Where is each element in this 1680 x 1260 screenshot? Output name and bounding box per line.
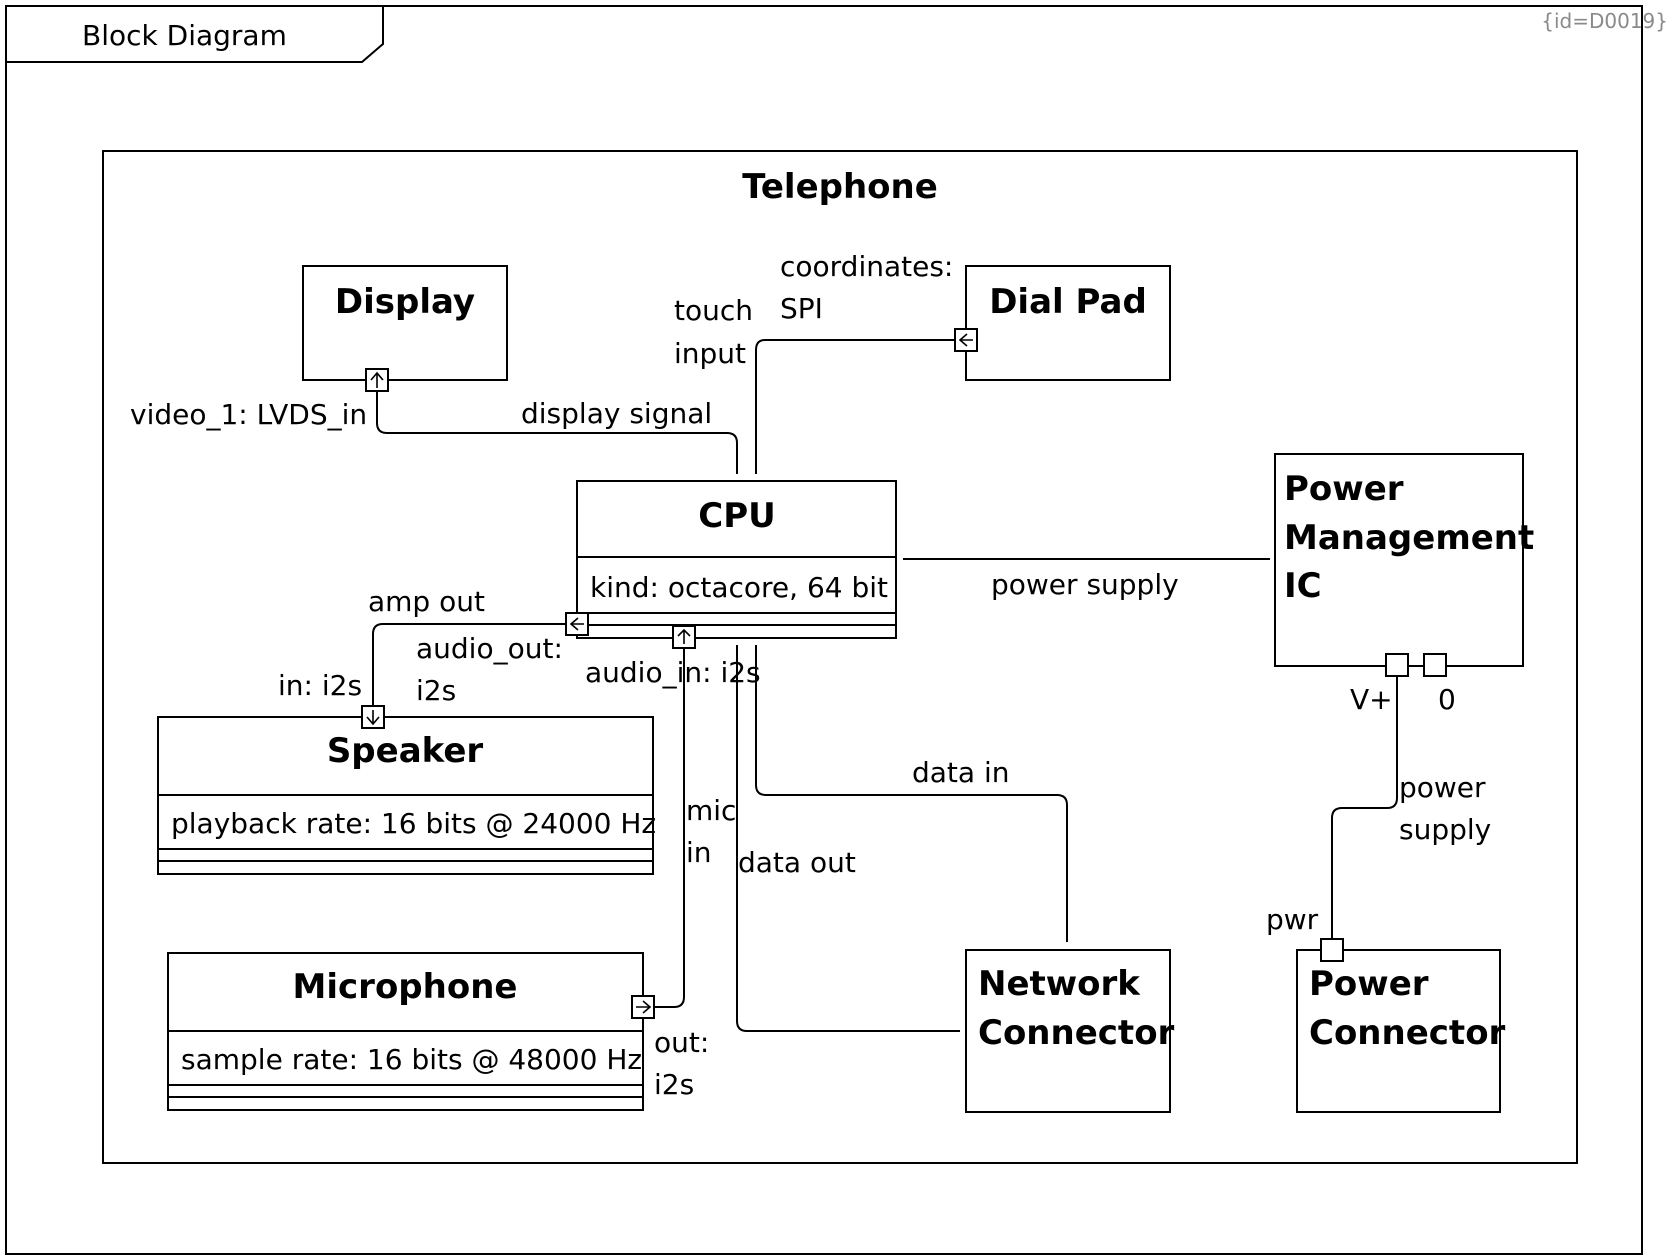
cpu-audio-out-label-line-2: i2s xyxy=(416,674,456,707)
touch-input-label-line-2: input xyxy=(674,337,746,370)
display-signal-label: display signal xyxy=(521,397,712,430)
dial-pad-coordinates-port xyxy=(954,328,978,352)
microphone-property: sample rate: 16 bits @ 48000 Hz xyxy=(181,1043,642,1076)
data-in-connector xyxy=(755,645,1068,942)
touch-input-label-line-1: touch xyxy=(674,294,753,327)
pmic-title-line-2: Management xyxy=(1284,518,1534,558)
pmic-title-line-1: Power xyxy=(1284,469,1404,509)
diagram-id-tag: {id=D0019} xyxy=(1541,9,1668,33)
display-title: Display xyxy=(335,282,475,322)
amp-out-connector xyxy=(372,623,565,706)
power-supply-label-line-1: power xyxy=(1399,771,1486,804)
dial-pad-title: Dial Pad xyxy=(989,282,1147,322)
power-supply-label-line-2: supply xyxy=(1399,813,1491,846)
cpu-audio-in-port xyxy=(672,625,696,649)
power-connector-title-line-2: Connector xyxy=(1309,1013,1506,1053)
microphone-title: Microphone xyxy=(293,967,518,1007)
speaker-in-port xyxy=(361,705,385,729)
speaker-title: Speaker xyxy=(327,731,484,771)
mic-in-label-line-1: mic xyxy=(686,794,736,827)
display-signal-connector xyxy=(376,392,738,474)
power-supply-connector xyxy=(1331,676,1398,940)
mic-in-connector xyxy=(654,648,685,1008)
power-connector-block: Power Connector xyxy=(1296,949,1506,1113)
frame-title: Block Diagram xyxy=(82,19,287,52)
microphone-out-label-line-2: i2s xyxy=(654,1068,694,1101)
network-connector-block: Network Connector xyxy=(965,949,1175,1113)
cpu-title: CPU xyxy=(698,496,775,536)
display-video-port-label: video_1: LVDS_in xyxy=(130,398,367,431)
pmic-title-line-3: IC xyxy=(1284,566,1322,606)
power-management-ic-block: Power Management IC xyxy=(1274,453,1534,667)
dial-pad-port-label-line-1: coordinates: xyxy=(780,250,953,283)
network-connector-title-line-2: Connector xyxy=(978,1013,1175,1053)
microphone-block: Microphone sample rate: 16 bits @ 48000 … xyxy=(167,952,644,1111)
power-connector-pwr-label: pwr xyxy=(1266,903,1319,936)
display-video-port xyxy=(365,368,389,392)
microphone-out-label-line-1: out: xyxy=(654,1026,709,1059)
cpu-power-supply-label: power supply xyxy=(991,568,1179,601)
cpu-property: kind: octacore, 64 bit xyxy=(590,571,888,604)
power-connector-title-line-1: Power xyxy=(1309,964,1429,1004)
cpu-audio-out-port xyxy=(565,612,589,636)
microphone-out-port xyxy=(631,995,655,1019)
speaker-in-label: in: i2s xyxy=(278,669,362,702)
data-out-connector xyxy=(736,645,960,1032)
network-connector-title-line-1: Network xyxy=(978,964,1141,1004)
display-block: Display xyxy=(302,265,508,381)
power-connector-pwr-port xyxy=(1320,938,1344,962)
cpu-block: CPU kind: octacore, 64 bit xyxy=(576,480,897,639)
dial-pad-port-label-line-2: SPI xyxy=(780,292,823,325)
dial-pad-block: Dial Pad xyxy=(965,265,1171,381)
pmic-zero-label: 0 xyxy=(1438,683,1456,716)
amp-out-label: amp out xyxy=(368,585,485,618)
cpu-audio-in-label: audio_in: i2s xyxy=(585,656,761,689)
touch-input-connector xyxy=(755,339,956,474)
pmic-vplus-label: V+ xyxy=(1350,683,1393,716)
speaker-property: playback rate: 16 bits @ 24000 Hz xyxy=(171,807,656,840)
mic-in-label-line-2: in xyxy=(686,836,712,869)
telephone-title: Telephone xyxy=(742,167,938,207)
cpu-audio-out-label-line-1: audio_out: xyxy=(416,632,563,665)
pmic-zero-port xyxy=(1423,653,1447,677)
data-in-label: data in xyxy=(912,756,1010,789)
frame-title-tab xyxy=(6,5,384,63)
speaker-block: Speaker playback rate: 16 bits @ 24000 H… xyxy=(157,716,656,875)
pmic-vplus-port xyxy=(1385,653,1409,677)
data-out-label: data out xyxy=(738,846,856,879)
